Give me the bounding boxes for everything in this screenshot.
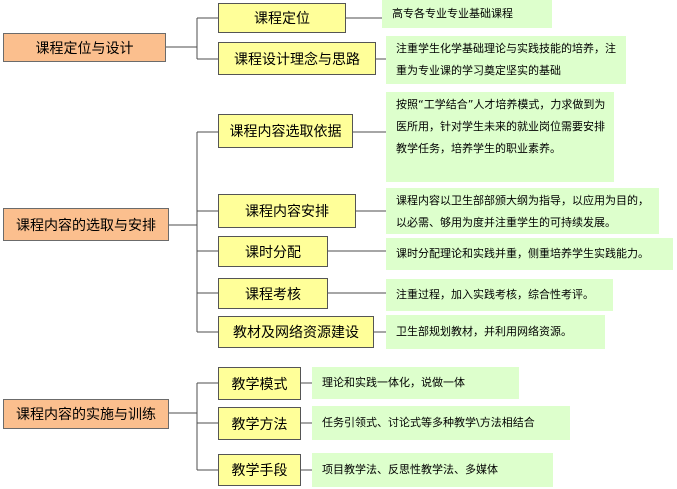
desc-teaching-method: 任务引领式、讨论式等多种教学\方法相结合 — [312, 406, 570, 440]
topic-design-concept: 课程设计理念与思路 — [218, 42, 376, 75]
topic-hours-allocation: 课时分配 — [218, 236, 328, 267]
root-course-positioning: 课程定位与设计 — [3, 33, 166, 62]
desc-teaching-mode: 理论和实践一体化，说做一体 — [312, 367, 519, 399]
desc-course-positioning: 高专各专业专业基础课程 — [382, 0, 552, 28]
root-implementation-training: 课程内容的实施与训练 — [3, 399, 169, 429]
desc-teaching-means: 项目教学法、反思性教学法、多媒体 — [312, 453, 553, 487]
desc-hours-allocation: 课时分配理论和实践并重，侧重培养学生实践能力。 — [386, 238, 673, 270]
topic-content-arrangement: 课程内容安排 — [218, 194, 356, 228]
topic-teaching-means: 教学手段 — [218, 454, 301, 486]
topic-content-basis: 课程内容选取依据 — [218, 114, 353, 148]
topic-course-assessment: 课程考核 — [218, 278, 328, 309]
desc-textbook-resources: 卫生部规划教材，并利用网络资源。 — [386, 315, 605, 349]
topic-textbook-resources: 教材及网络资源建设 — [218, 316, 374, 348]
desc-content-basis: 按照“工学结合”人才培养模式，力求做到为医所用，针对学生未来的就业岗位需要安排教… — [386, 92, 614, 182]
root-content-selection: 课程内容的选取与安排 — [3, 208, 169, 241]
desc-design-concept: 注重学生化学基础理论与实践技能的培养，注重为专业课的学习奠定坚实的基础 — [386, 36, 626, 84]
desc-content-arrangement: 课程内容以卫生部部颁大纲为指导，以应用为目的，以必需、够用为度并注重学生的可持续… — [386, 188, 659, 234]
topic-course-positioning: 课程定位 — [218, 3, 346, 33]
topic-teaching-method: 教学方法 — [218, 407, 301, 440]
desc-course-assessment: 注重过程，加入实践考核，综合性考评。 — [386, 279, 613, 311]
topic-teaching-mode: 教学模式 — [218, 367, 301, 400]
